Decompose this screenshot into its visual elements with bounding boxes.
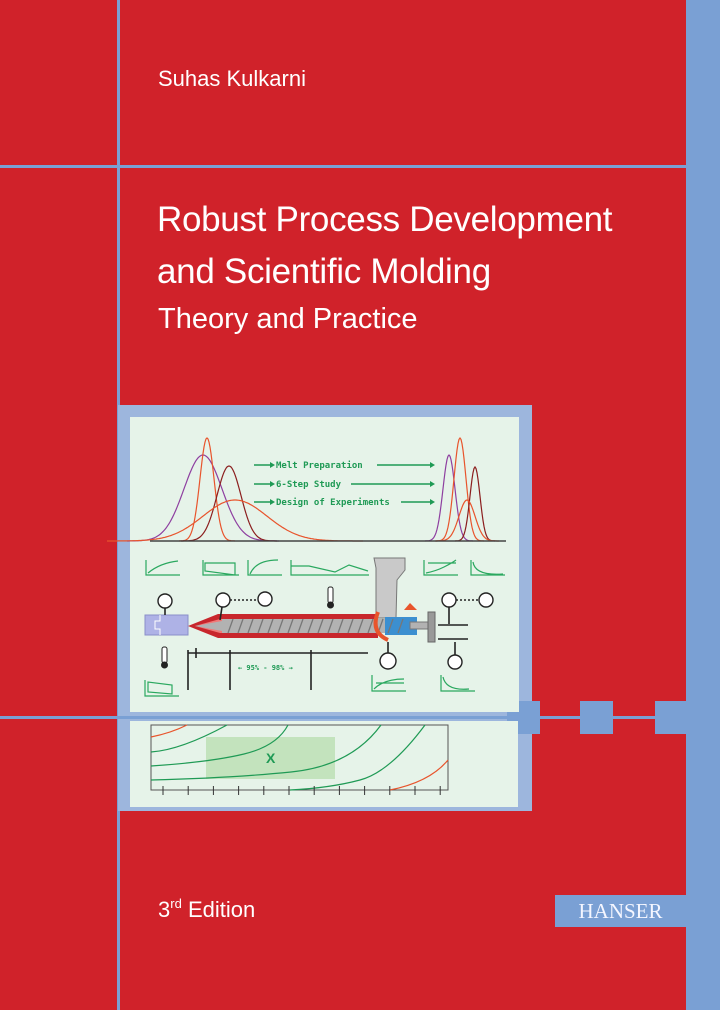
distribution-curve [435,499,499,542]
pressure-gauge-icon [215,592,231,608]
screw-flight [367,618,374,634]
screw-flight [247,618,254,634]
screw-flight [227,618,234,634]
pressure-gauge-icon [478,592,494,608]
timer-icon [257,591,273,607]
thermometer-icon [161,586,334,669]
step-arrows [254,462,435,505]
horizontal-rule-bottom [0,716,686,719]
screw-flight [237,618,244,634]
step-melt-preparation: Melt Preparation [276,460,363,471]
screw-flight [277,618,284,634]
right-blue-strip [686,0,720,1010]
blue-square [655,701,688,734]
horizontal-rule-top [0,165,686,168]
screw-flight [307,618,314,634]
screw-flight [347,618,354,634]
edition-suffix: rd [170,896,182,911]
mold-icon [144,614,189,636]
distribution-curve [181,465,277,542]
pressure-gauge-icon [441,592,457,608]
edition-label: 3rd Edition [158,896,255,923]
mini-charts [144,559,505,697]
distribution-curves [107,436,499,542]
edition-number: 3 [158,897,171,922]
screw-flight [337,618,344,634]
process-window-label: X [266,750,276,766]
screw-flight [257,618,264,634]
screw-flight [397,618,404,634]
pressure-gauge-icon [379,652,397,670]
book-title: Robust Process Development and Scientifi… [157,194,613,298]
author-name: Suhas Kulkarni [158,66,306,91]
distribution-curve [454,465,496,542]
screw-flight [297,618,304,634]
screw-flight [287,618,294,634]
book-subtitle: Theory and Practice [158,303,418,335]
screw-flight [267,618,274,634]
distribution-curve [435,436,485,542]
distribution-curve [424,454,474,542]
screw-flight [317,618,324,634]
timer-icon [157,593,173,609]
distribution-curve [127,454,279,542]
screw-flight [387,618,394,634]
pressure-gauge-icon [447,654,463,670]
title-line-2: and Scientific Molding [157,252,491,291]
title-line-1: Robust Process Development [157,200,613,239]
screw-flight [327,618,334,634]
blue-square [580,701,613,734]
publisher-logo: HANSER [555,895,686,927]
step-6-step-study: 6-Step Study [276,480,342,490]
distribution-curve [178,437,236,542]
injection-barrel-icon [188,611,436,643]
process-window-curves [150,724,449,791]
distribution-curve [107,499,363,542]
cushion-range-label: ← 95% - 98% → [238,664,293,672]
screw-flight [357,618,364,634]
step-design-of-experiments: Design of Experiments [276,497,390,508]
hopper-icon [373,557,406,619]
edition-text: Edition [187,897,256,922]
